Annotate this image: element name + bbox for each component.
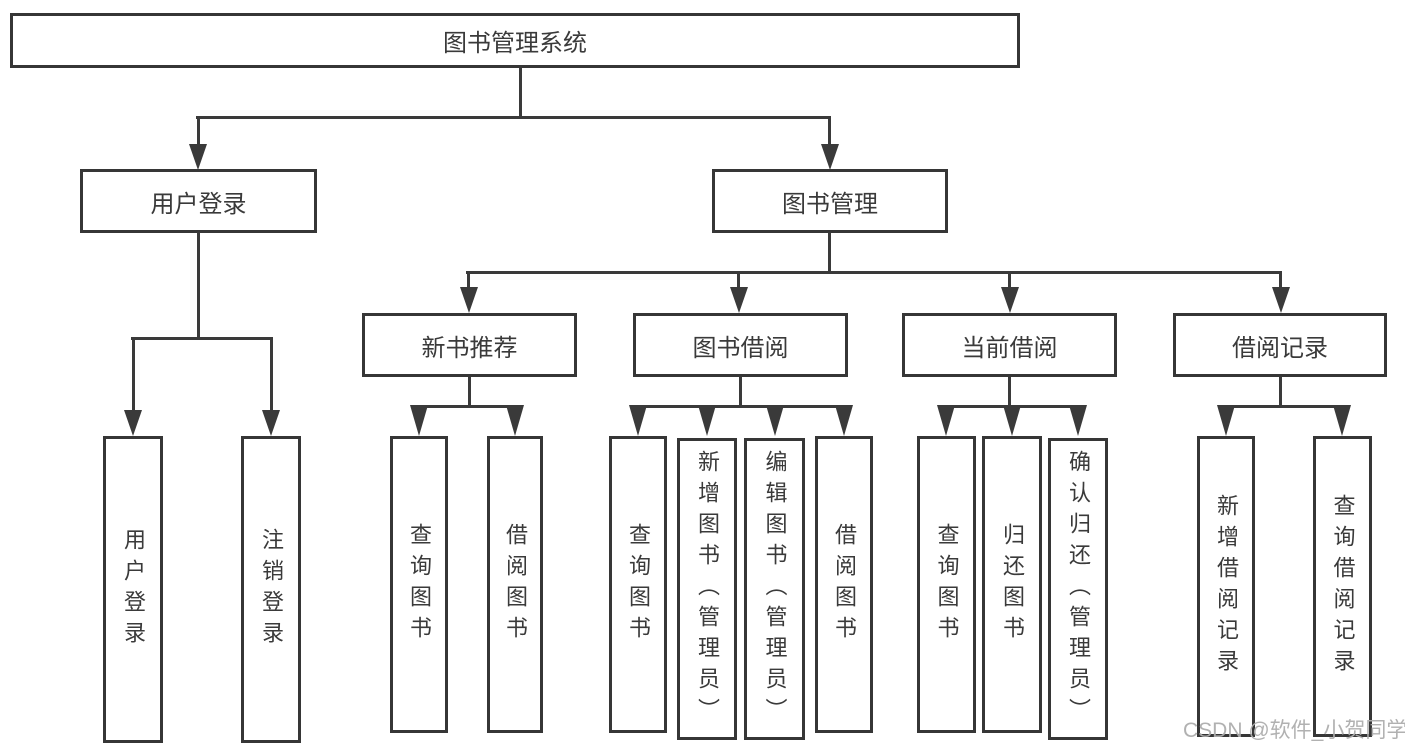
connector-line (132, 337, 135, 413)
leaf-user-login: 用户登录 (103, 436, 163, 743)
connector-line (1224, 405, 1344, 408)
csdn-watermark: CSDN @软件_小贺同学 (1183, 719, 1405, 742)
connector-line (828, 116, 831, 148)
arrowhead-down (766, 405, 784, 436)
arrowhead-down (410, 405, 428, 436)
connector-line (737, 271, 740, 291)
connector-line (417, 405, 517, 408)
leaf-confirm-return-admin: 确认归还（管理员） (1048, 438, 1108, 740)
arrowhead-down (730, 287, 748, 313)
connector-line (468, 377, 471, 408)
arrowhead-down (629, 405, 647, 436)
leaf-query-books: 查询图书 (390, 436, 448, 733)
connector-line (636, 405, 846, 408)
leaf-query-books: 查询图书 (917, 436, 976, 733)
arrowhead-down (821, 144, 839, 170)
arrowhead-down (1003, 405, 1021, 436)
node-library-management-system: 图书管理系统 (10, 13, 1020, 68)
node-book-management: 图书管理 (712, 169, 948, 233)
arrowhead-down (937, 405, 955, 436)
arrowhead-down (1001, 287, 1019, 313)
node-user-login: 用户登录 (80, 169, 317, 233)
leaf-query-books: 查询图书 (609, 436, 667, 733)
arrowhead-down (1069, 405, 1087, 436)
connector-line (519, 68, 522, 118)
arrowhead-down (460, 287, 478, 313)
node-borrowing-records: 借阅记录 (1173, 313, 1387, 377)
arrowhead-down (1272, 287, 1290, 313)
arrowhead-down (189, 144, 207, 170)
connector-line (270, 337, 273, 413)
connector-line (1279, 377, 1282, 408)
arrowhead-down (1333, 405, 1351, 436)
connector-line (196, 116, 831, 119)
connector-line (131, 337, 273, 340)
leaf-borrow-books: 借阅图书 (815, 436, 873, 733)
arrowhead-down (1217, 405, 1235, 436)
connector-line (466, 271, 1282, 274)
connector-line (467, 271, 470, 291)
connector-line (197, 232, 200, 339)
connector-line (828, 232, 831, 274)
node-new-book-recommendation: 新书推荐 (362, 313, 577, 377)
leaf-query-borrow-record: 查询借阅记录 (1313, 436, 1372, 737)
connector-line (197, 116, 200, 148)
arrowhead-down (124, 410, 142, 436)
connector-line (1008, 271, 1011, 291)
leaf-return-books: 归还图书 (982, 436, 1042, 733)
leaf-add-books-admin: 新增图书（管理员） (677, 438, 737, 740)
leaf-borrow-books: 借阅图书 (487, 436, 543, 733)
arrowhead-down (698, 405, 716, 436)
connector-line (1008, 377, 1011, 408)
node-current-borrowing: 当前借阅 (902, 313, 1117, 377)
leaf-logout: 注销登录 (241, 436, 301, 743)
node-book-borrowing: 图书借阅 (633, 313, 848, 377)
arrowhead-down (835, 405, 853, 436)
leaf-add-borrow-record: 新增借阅记录 (1197, 436, 1255, 737)
connector-line (739, 377, 742, 408)
arrowhead-down (262, 410, 280, 436)
arrowhead-down (506, 405, 524, 436)
leaf-edit-books-admin: 编辑图书（管理员） (744, 438, 805, 740)
connector-line (1279, 271, 1282, 291)
